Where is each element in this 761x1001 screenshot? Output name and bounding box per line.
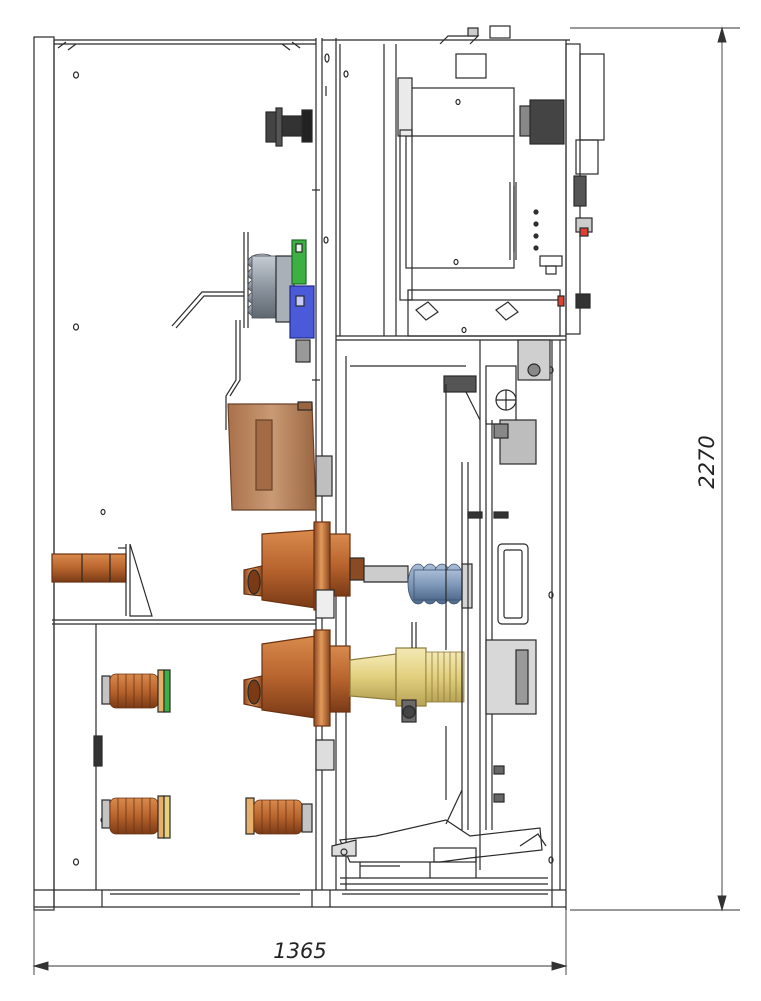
height-dimension-label: 2270 — [695, 435, 719, 488]
busbar-left — [51, 543, 153, 617]
yellow-vacuum-interrupter — [349, 622, 465, 723]
tan-box-support — [225, 320, 241, 430]
porcelain-post-insulator — [171, 232, 295, 329]
lv-compartment — [397, 25, 565, 337]
partition-details — [312, 86, 335, 771]
truck-base — [331, 789, 548, 885]
width-dimension — [32, 910, 568, 975]
width-dimension-label: 1365 — [273, 939, 326, 963]
cable-bushing-right — [245, 797, 313, 835]
top-bracket — [57, 41, 301, 51]
blue-interlock-block — [289, 285, 315, 363]
lower-spout-bushing — [243, 629, 351, 727]
blue-insulator — [363, 563, 473, 609]
upper-spout-bushing — [243, 521, 365, 611]
current-transformer — [227, 401, 333, 511]
cable-bushing-lower — [101, 795, 171, 839]
height-dimension — [570, 26, 740, 912]
left-wall-block — [93, 735, 103, 767]
green-indicator — [291, 239, 307, 285]
breaker-truck — [350, 339, 551, 830]
indicator-dots — [533, 209, 539, 251]
cable-bushing-upper — [101, 669, 171, 713]
small-bushing — [265, 107, 313, 147]
front-door-panel — [557, 43, 605, 335]
